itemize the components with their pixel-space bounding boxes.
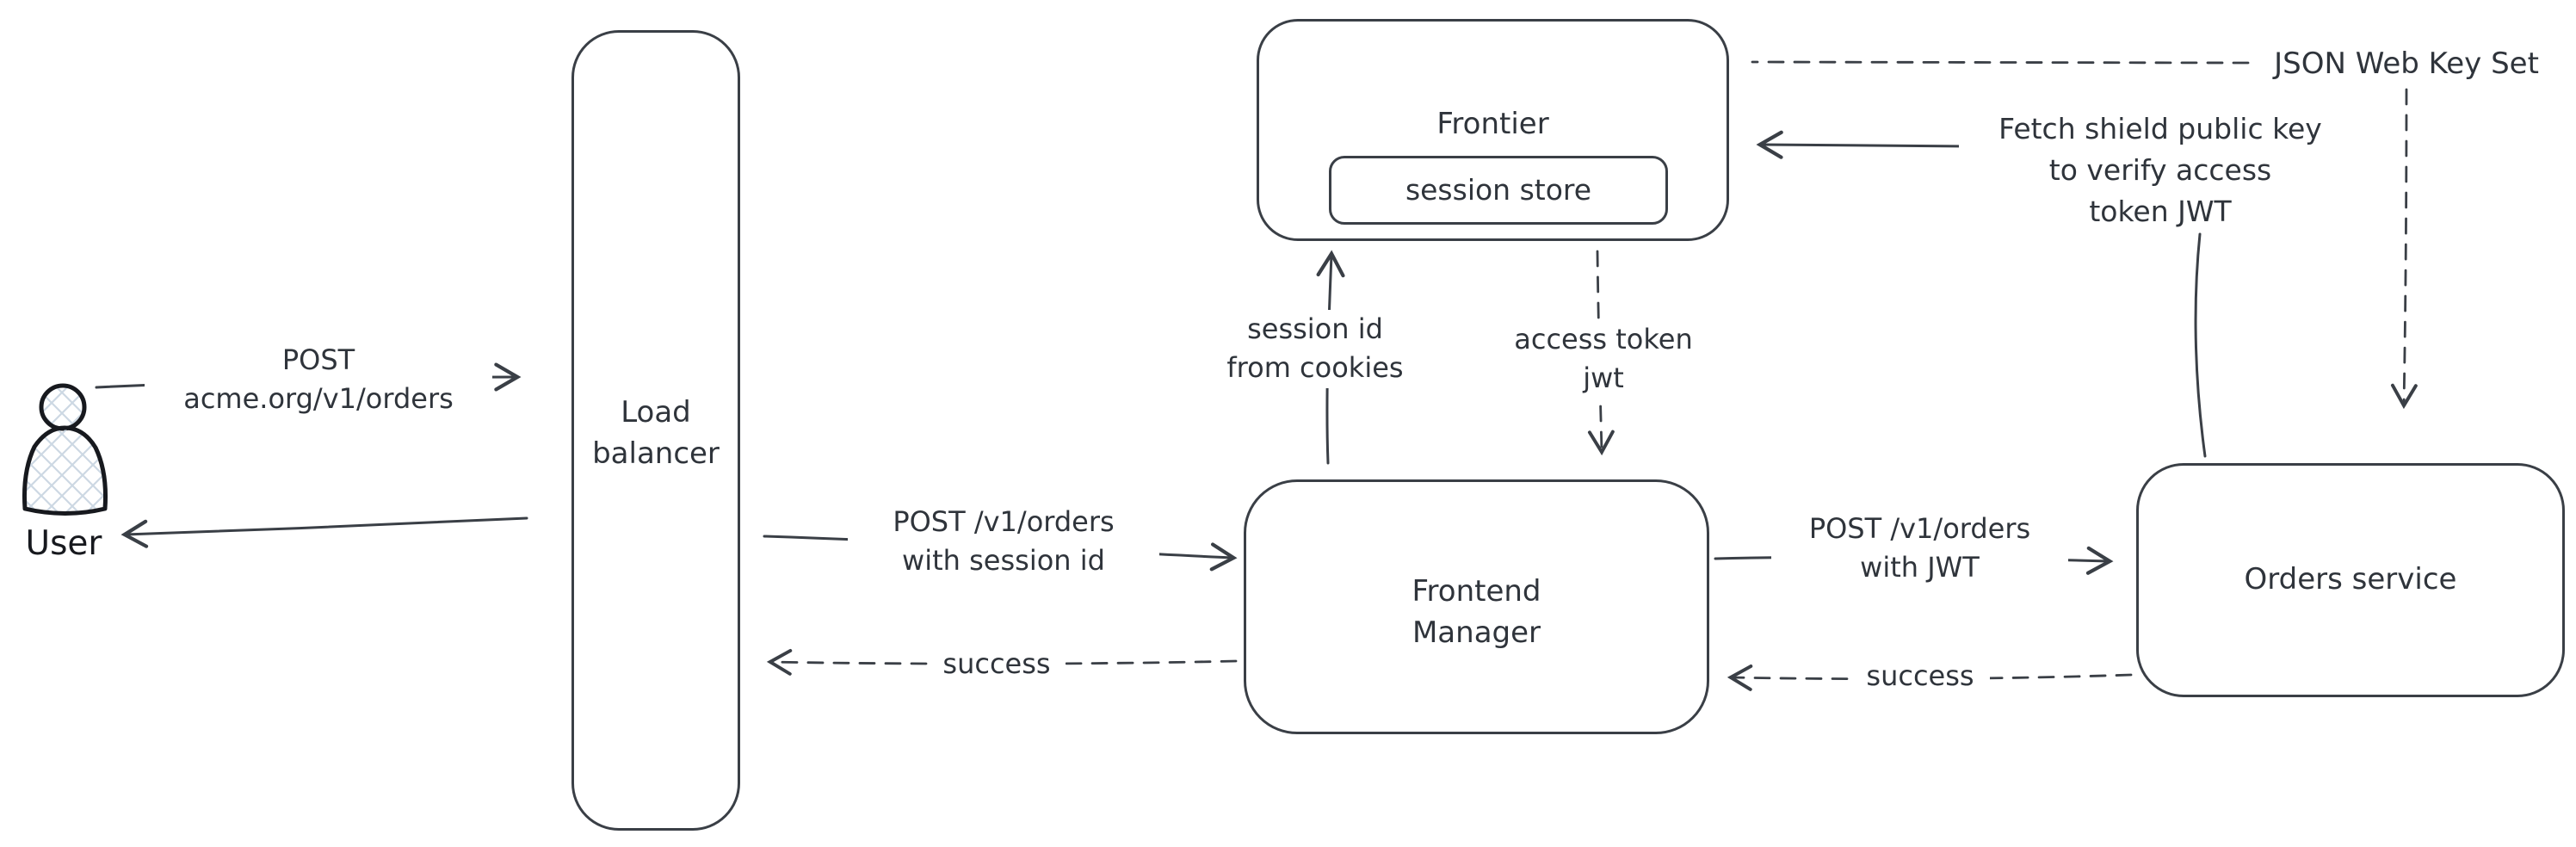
- arrow-orders-to-frontier-head: [1756, 130, 1974, 159]
- arrow-orders-to-frontier-tail: [2194, 232, 2207, 458]
- edge-label-fetch-key-line3: token JWT: [2089, 194, 2232, 228]
- frontend-manager-node: Frontend Manager: [1244, 479, 1709, 734]
- edge-label-fetch-key-line1: Fetch shield public key: [1998, 112, 2322, 145]
- edge-label-post-session-id-line2: with session id: [902, 544, 1105, 578]
- edge-label-post-session-id: POST /v1/orders with session id: [848, 503, 1159, 581]
- load-balancer-node: Load balancer: [571, 30, 740, 831]
- arrow-orders-to-fm-success: [1727, 665, 2133, 691]
- edge-label-session-id-cookies-line1: session id: [1247, 312, 1383, 345]
- line-jwks-to-frontier: [1751, 60, 2250, 65]
- edge-label-fetch-key: Fetch shield public key to verify access…: [1959, 108, 2362, 232]
- arrow-jwks-to-orders: [2390, 88, 2418, 410]
- session-store-node: session store: [1329, 156, 1668, 225]
- edge-label-post-orders: POST acme.org/v1/orders: [145, 341, 492, 419]
- user-icon-head: [39, 383, 87, 431]
- frontend-manager-label: Frontend Manager: [1412, 574, 1541, 650]
- edge-label-post-orders-line1: POST: [281, 343, 355, 376]
- edge-label-post-jwt-line2: with JWT: [1860, 551, 1980, 584]
- edge-label-session-id-cookies-line2: from cookies: [1226, 351, 1404, 385]
- edge-label-access-token: access token jwt: [1491, 320, 1716, 399]
- edge-label-post-jwt: POST /v1/orders with JWT: [1771, 510, 2068, 588]
- session-store-label: session store: [1405, 172, 1592, 207]
- edge-label-session-id-cookies: session id from cookies: [1198, 310, 1432, 388]
- user-icon-body: [22, 425, 108, 516]
- edge-label-fetch-key-line2: to verify access: [2048, 152, 2272, 187]
- load-balancer-label: Load balancer: [592, 395, 720, 471]
- user-label: User: [25, 524, 102, 563]
- edge-label-access-token-line2: jwt: [1583, 362, 1624, 395]
- frontier-node: Frontier session store: [1257, 19, 1729, 241]
- arrow-frontier-to-fm: [1587, 250, 1615, 456]
- jwks-label: JSON Web Key Set: [2274, 46, 2539, 81]
- edge-label-post-session-id-line1: POST /v1/orders: [893, 505, 1115, 538]
- arrow-lb-to-user: [120, 516, 528, 548]
- edge-label-access-token-line1: access token: [1514, 323, 1693, 355]
- edge-label-success-right: success: [1850, 657, 1990, 696]
- edge-label-success-left: success: [928, 645, 1066, 684]
- user-icon: [22, 383, 108, 516]
- orders-service-label: Orders service: [2244, 562, 2457, 597]
- edge-label-post-orders-line2: acme.org/v1/orders: [183, 382, 454, 416]
- orders-service-node: Orders service: [2136, 463, 2565, 697]
- frontier-label: Frontier: [1436, 107, 1549, 141]
- edge-label-post-jwt-line1: POST /v1/orders: [1808, 512, 2031, 545]
